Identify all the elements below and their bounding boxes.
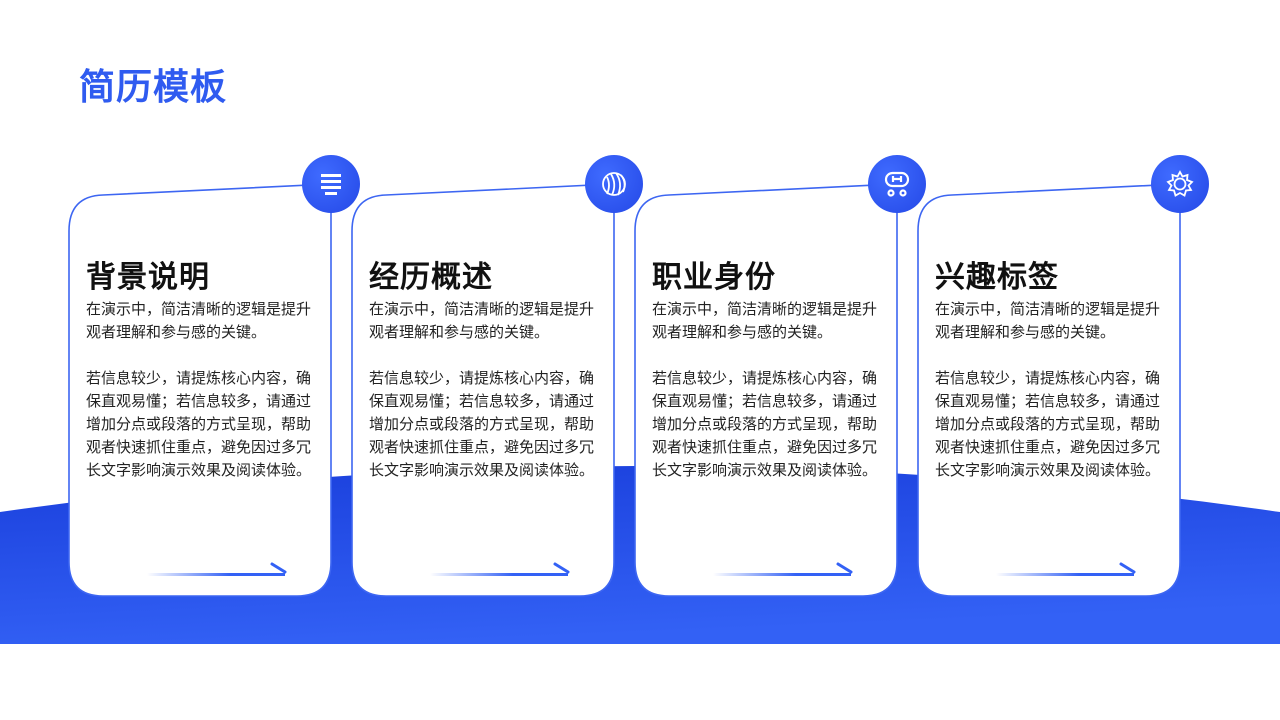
card-paragraph: 若信息较少，请提炼核心内容，确保直观易懂；若信息较多，请通过增加分点或段落的方式… <box>652 369 878 479</box>
arrow-line <box>147 573 285 576</box>
sun-gear-icon <box>1151 155 1209 213</box>
card-paragraph: 在演示中，简洁清晰的逻辑是提升观者理解和参与感的关键。 <box>369 300 595 341</box>
arrow-line <box>996 573 1134 576</box>
page-title: 简历模板 <box>79 67 228 108</box>
info-card: 职业身份 在演示中，简洁清晰的逻辑是提升观者理解和参与感的关键。 若信息较少，请… <box>635 180 897 596</box>
card-body: 在演示中，简洁清晰的逻辑是提升观者理解和参与感的关键。 若信息较少，请提炼核心内… <box>652 298 888 505</box>
card-body: 在演示中，简洁清晰的逻辑是提升观者理解和参与感的关键。 若信息较少，请提炼核心内… <box>369 298 605 505</box>
arrow-head-icon <box>1119 562 1136 574</box>
card-outline <box>351 183 615 597</box>
info-card: 经历概述 在演示中，简洁清晰的逻辑是提升观者理解和参与感的关键。 若信息较少，请… <box>352 180 614 596</box>
card-title: 经历概述 <box>369 260 493 295</box>
globe-icon <box>585 155 643 213</box>
card-body: 在演示中，简洁清晰的逻辑是提升观者理解和参与感的关键。 若信息较少，请提炼核心内… <box>86 298 322 505</box>
arrow-head-icon <box>836 562 853 574</box>
card-outline <box>634 183 898 597</box>
card-paragraph: 在演示中，简洁清晰的逻辑是提升观者理解和参与感的关键。 <box>935 300 1161 341</box>
card-title: 背景说明 <box>86 260 210 295</box>
list-icon <box>302 155 360 213</box>
card-body: 在演示中，简洁清晰的逻辑是提升观者理解和参与感的关键。 若信息较少，请提炼核心内… <box>935 298 1171 505</box>
card-paragraph: 若信息较少，请提炼核心内容，确保直观易懂；若信息较多，请通过增加分点或段落的方式… <box>935 369 1161 479</box>
card-paragraph: 在演示中，简洁清晰的逻辑是提升观者理解和参与感的关键。 <box>652 300 878 341</box>
card-title: 职业身份 <box>652 260 776 295</box>
card-outline <box>917 183 1181 597</box>
card-outline <box>68 183 332 597</box>
card-paragraph: 若信息较少，请提炼核心内容，确保直观易懂；若信息较多，请通过增加分点或段落的方式… <box>369 369 595 479</box>
card-paragraph: 若信息较少，请提炼核心内容，确保直观易懂；若信息较多，请通过增加分点或段落的方式… <box>86 369 312 479</box>
tank-car-icon <box>868 155 926 213</box>
info-card: 背景说明 在演示中，简洁清晰的逻辑是提升观者理解和参与感的关键。 若信息较少，请… <box>69 180 331 596</box>
arrow-line <box>713 573 851 576</box>
arrow-line <box>430 573 568 576</box>
arrow-head-icon <box>553 562 570 574</box>
info-card: 兴趣标签 在演示中，简洁清晰的逻辑是提升观者理解和参与感的关键。 若信息较少，请… <box>918 180 1180 596</box>
card-title: 兴趣标签 <box>935 260 1059 295</box>
arrow-head-icon <box>270 562 287 574</box>
card-paragraph: 在演示中，简洁清晰的逻辑是提升观者理解和参与感的关键。 <box>86 300 312 341</box>
